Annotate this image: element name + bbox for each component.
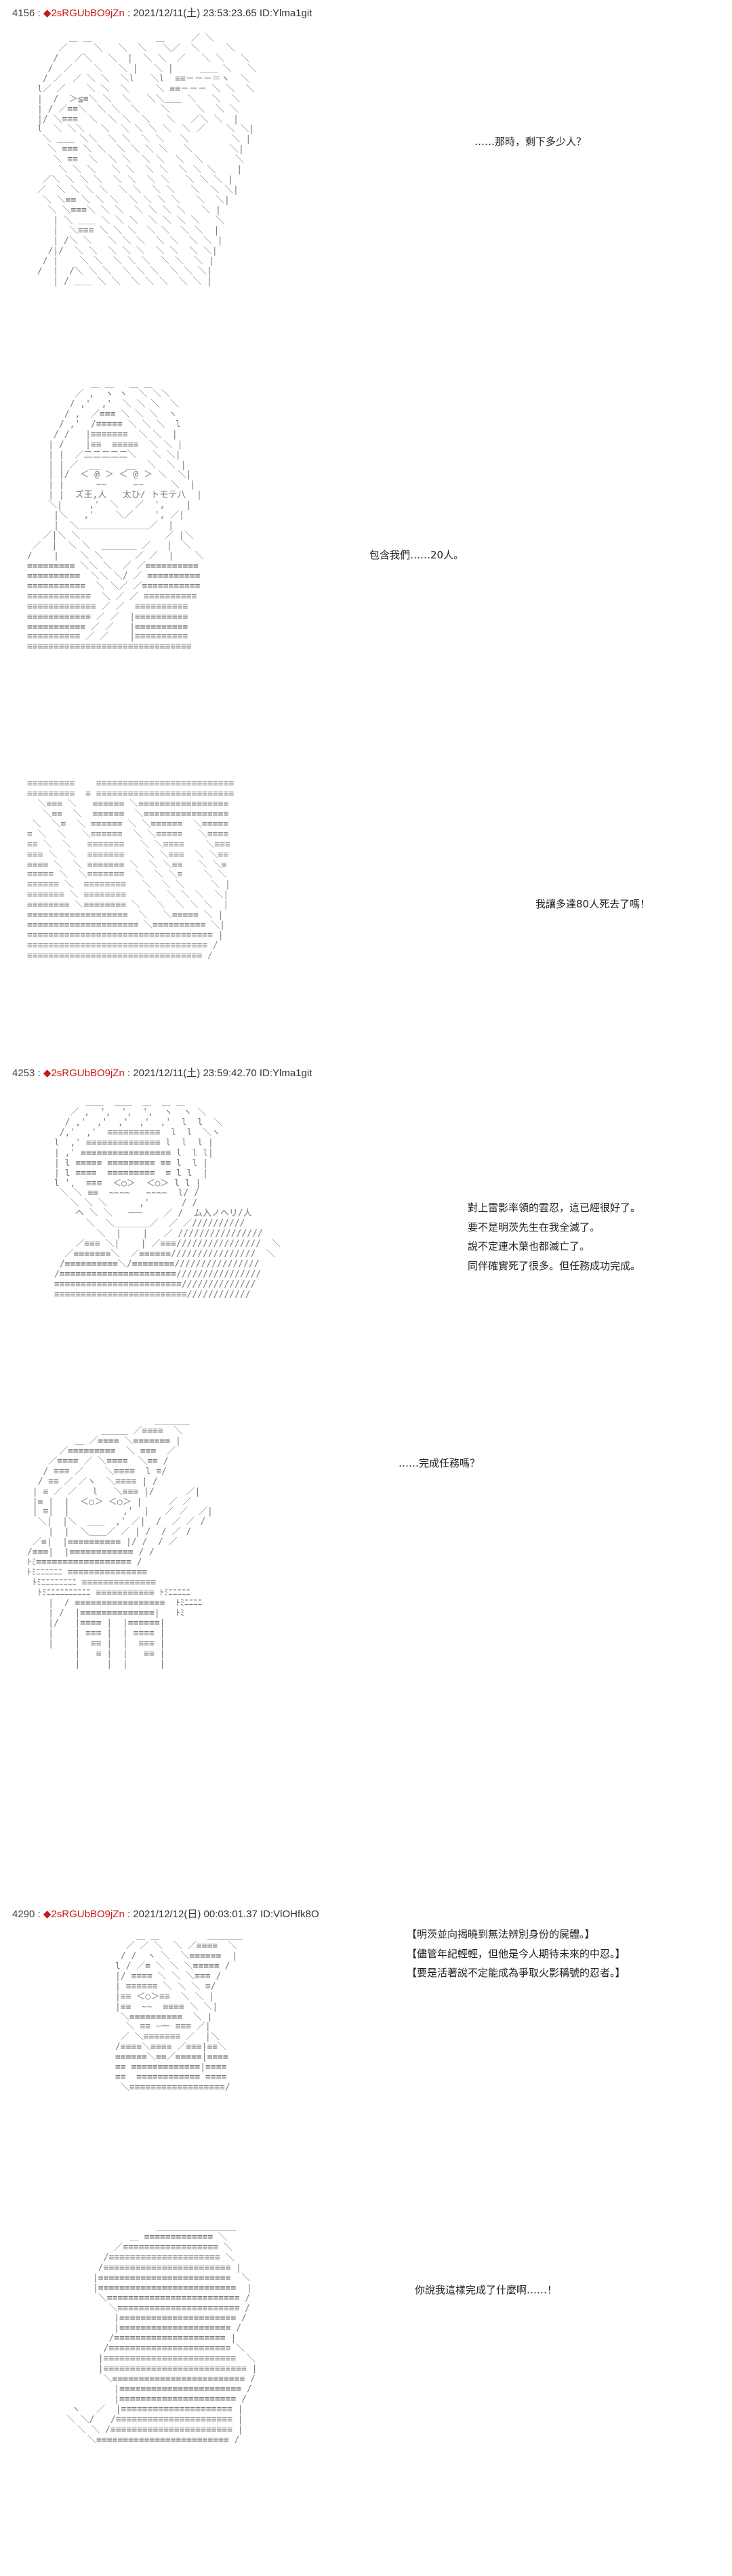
ascii-art-figure: ≡≡≡≡≡≡≡≡≡ ≡≡≡≡≡≡≡≡≡≡≡≡≡≡≡≡≡≡≡≡≡≡≡≡≡≡ ≡≡≡… [27,779,235,961]
post-id: ID:Ylma1git [259,1067,312,1079]
dialogue-box: 你說我這樣完成了什麼啊……！ [415,2281,557,2300]
dialogue-line: 同伴確實死了很多。但任務成功完成。 [468,1259,641,1272]
dialogue-line: ……完成任務嗎？ [399,1457,481,1469]
post-id: ID:Ylma1git [259,7,312,19]
trip-mark: ◆ [43,1908,52,1920]
post-header: 4253 : ◆2sRGUbBO9jZn : 2021/12/11(土) 23:… [12,1067,312,1079]
ascii-art-figure: ＿＿＿＿＿＿＿＿＿ ＿ ≡≡≡≡≡≡≡≡≡≡≡≡≡ ＼ ／≡≡≡≡≡≡≡≡≡≡≡… [66,2222,258,2445]
post-number: 4290 [12,1908,35,1920]
dialogue-line: 說不定連木葉也都滅亡了。 [468,1240,590,1252]
dialogue-line: 【儘管年紀輕輕，但他是今人期待未來的中忍。】 [407,1947,626,1960]
ascii-art-figure: ＿ ＿ ＿ ＿ ／ , ヽ ヽ ＼ ＼＼ / ,' ,' ＼ ＼ ＼ ＼ / ,… [27,379,204,653]
dialogue-line: 你說我這樣完成了什麼啊……！ [415,2284,558,2296]
dialogue-line: 要不是明茨先生在我全滅了。 [468,1221,601,1233]
aa-panel: ≡≡≡≡≡≡≡≡≡ ≡≡≡≡≡≡≡≡≡≡≡≡≡≡≡≡≡≡≡≡≡≡≡≡≡≡ ≡≡≡… [0,773,732,1044]
dialogue-box: 我讓多達80人死去了嗎！ [535,895,650,914]
dialogue-line: 我讓多達80人死去了嗎！ [535,898,651,910]
ascii-art-figure: ＿＿＿＿ ＿＿＿ ／≡≡≡≡ ＼ ＿ ／≡≡≡≡ ＼≡≡≡≡≡≡≡ | ／≡≡≡… [27,1416,213,1669]
trip-mark: ◆ [43,1067,52,1079]
dialogue-line: 【明茨並向揭曉到無法辨別身份的屍體。】 [407,1928,595,1940]
dialogue-box: 對上雷影率領的雲忍，這已經很好了。 要不是明茨先生在我全滅了。 說不定連木葉也都… [468,1198,640,1275]
post-header: 4156 : ◆2sRGUbBO9jZn : 2021/12/11(土) 23:… [12,7,312,19]
post-header: 4290 : ◆2sRGUbBO9jZn : 2021/12/12(日) 00:… [12,1908,319,1920]
ascii-art-figure: ＿ ＿ ＿＿＿＿ ／ ／ ＼ ＼ ／≡≡≡≡ ＼ / / ヽ ＼ ＼≡≡≡≡≡≡… [115,1931,243,2093]
dialogue-box: 【明茨並向揭曉到無法辨別身份的屍體。】 【儘管年紀輕輕，但他是今人期待未來的中忍… [407,1925,626,1983]
aa-panel: ＿ ＿ ＿ ＿ ／ , ヽ ヽ ＼ ＼＼ / ,' ,' ＼ ＼ ＼ ＼ / ,… [0,366,732,745]
dialogue-line: 【要是活著說不定能成為爭取火影稱號的忍者。】 [407,1967,626,1979]
dialogue-box: ……那時，剩下多少人？ [474,132,586,152]
dialogue-box: 包含我們……20人。 [369,546,464,565]
dialogue-box: ……完成任務嗎？ [399,1454,480,1473]
dialogue-line: ……那時，剩下多少人？ [474,136,587,148]
aa-panel: ＿＿＿＿＿＿＿＿＿ ＿ ≡≡≡≡≡≡≡≡≡≡≡≡≡ ＼ ／≡≡≡≡≡≡≡≡≡≡≡… [0,2216,732,2569]
poster-name[interactable]: 2sRGUbBO9jZn [51,7,125,19]
post-number: 4253 [12,1067,35,1079]
poster-name[interactable]: 2sRGUbBO9jZn [51,1067,125,1079]
ascii-art-figure: ＿ ＿ ＿ ／ ＼ ／ ＼ ＼ ＼ ＼／ ＼ ＼ / ／＼ ＼ | ＼ ＼ ／ … [37,33,257,287]
post-number: 4156 [12,7,35,19]
trip-mark: ◆ [43,7,52,19]
post-datetime: 2021/12/11(土) 23:59:42.70 [133,1067,257,1079]
post-datetime: 2021/12/12(日) 00:03:01.37 [133,1908,258,1920]
aa-panel: ＿＿ ＿＿ ＿ ＿ ＿ ／ , ', ', ', ヽ ヽ ＼ / ,' ,' ,… [0,1084,732,1396]
ascii-art-figure: ＿＿ ＿＿ ＿ ＿ ＿ ／ , ', ', ', ヽ ヽ ＼ / ,' ,' ,… [54,1097,281,1300]
post-datetime: 2021/12/11(土) 23:53:23.65 [133,7,257,19]
post-id: ID:VlOHfk8O [260,1908,319,1920]
aa-panel: ＿＿＿＿ ＿＿＿ ／≡≡≡≡ ＼ ＿ ／≡≡≡≡ ＼≡≡≡≡≡≡≡ | ／≡≡≡… [0,1410,732,1884]
poster-name[interactable]: 2sRGUbBO9jZn [51,1908,125,1920]
aa-panel: ＿ ＿ ＿ ／ ＼ ／ ＼ ＼ ＼ ＼／ ＼ ＼ / ／＼ ＼ | ＼ ＼ ／ … [0,20,732,339]
dialogue-line: 對上雷影率領的雲忍，這已經很好了。 [468,1202,641,1214]
dialogue-line: 包含我們……20人。 [369,549,464,561]
aa-panel: ＿ ＿ ＿＿＿＿ ／ ／ ＼ ＼ ／≡≡≡≡ ＼ / / ヽ ＼ ＼≡≡≡≡≡≡… [0,1925,732,2196]
